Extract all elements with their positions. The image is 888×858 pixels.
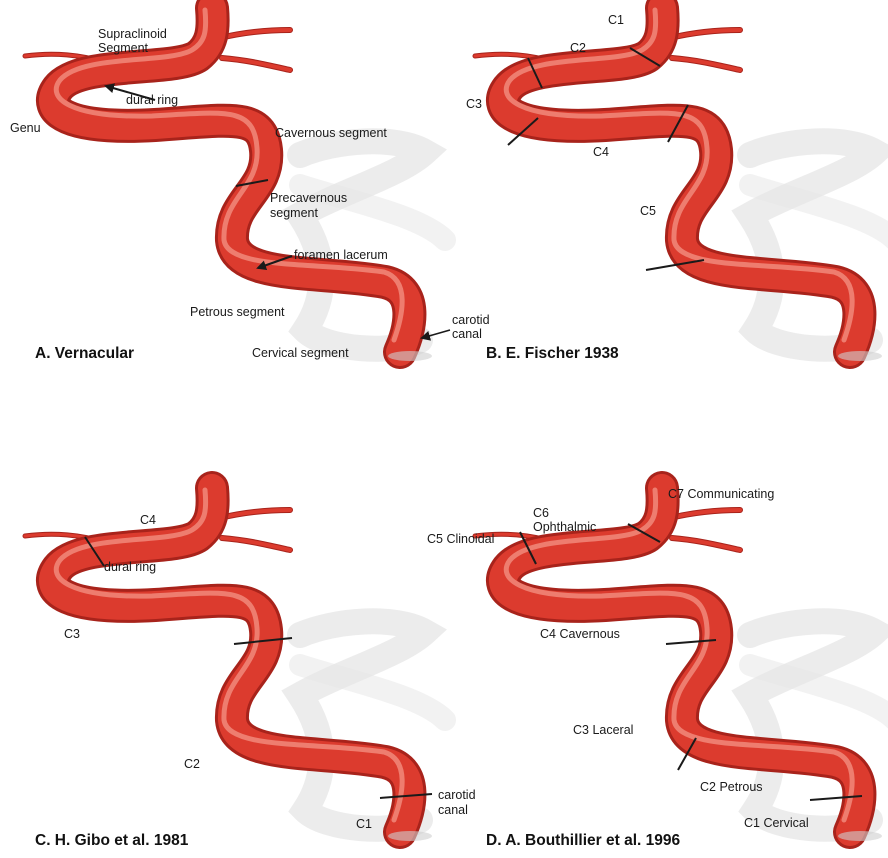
label-supraclinoid: Supraclinoid — [98, 27, 167, 41]
label-precavernous: Precavernous — [270, 191, 347, 205]
label-dural-ring-c: dural ring — [104, 560, 156, 574]
label-carotid-c: carotid — [438, 788, 476, 802]
label-c3-b: C3 — [466, 97, 482, 111]
artery-illustration-b — [475, 8, 888, 361]
label-canal-c: canal — [438, 803, 468, 817]
label-c4-c: C4 — [140, 513, 156, 527]
label-c3-c: C3 — [64, 627, 80, 641]
artery-illustration-d — [475, 488, 888, 841]
label-canal-a: canal — [452, 327, 482, 341]
label-c6: C6 — [533, 506, 549, 520]
label-genu: Genu — [10, 121, 41, 135]
panel-c: C4 dural ring C3 C2 carotid canal C1 C. … — [25, 488, 476, 849]
panel-a: Supraclinoid Segment dural ring Genu Cav… — [10, 8, 490, 362]
label-c5-clinoidal: C5 Clinoidal — [427, 532, 494, 546]
label-c1-b: C1 — [608, 13, 624, 27]
caption-d: D. A. Bouthillier et al. 1996 — [486, 832, 680, 849]
label-cervical-segment: Cervical segment — [252, 346, 349, 360]
label-dural-ring-a: dural ring — [126, 93, 178, 107]
label-c2-b: C2 — [570, 41, 586, 55]
label-c4-b: C4 — [593, 145, 609, 159]
label-c1-c: C1 — [356, 817, 372, 831]
caption-c: C. H. Gibo et al. 1981 — [35, 832, 189, 849]
label-precavernous-segment: segment — [270, 206, 318, 220]
label-segment: Segment — [98, 41, 149, 55]
label-c3-laceral: C3 Laceral — [573, 723, 633, 737]
label-cavernous-segment: Cavernous segment — [275, 126, 387, 140]
label-c1-cervical: C1 Cervical — [744, 816, 809, 830]
caption-b: B. E. Fischer 1938 — [486, 345, 619, 362]
panel-d: C7 Communicating C6 Ophthalmic C5 Clinoi… — [427, 487, 888, 849]
label-ophthalmic: Ophthalmic — [533, 520, 596, 534]
label-carotid-a: carotid — [452, 313, 490, 327]
label-c7-communicating: C7 Communicating — [668, 487, 774, 501]
label-foramen-lacerum: foramen lacerum — [294, 248, 388, 262]
label-c4-cavernous: C4 Cavernous — [540, 627, 620, 641]
label-petrous-segment: Petrous segment — [190, 305, 285, 319]
label-c2-c: C2 — [184, 757, 200, 771]
caption-a: A. Vernacular — [35, 345, 134, 362]
label-c2-petrous: C2 Petrous — [700, 780, 763, 794]
panel-b: C1 C2 C3 C4 C5 B. E. Fischer 1938 — [466, 8, 888, 362]
label-c5-b: C5 — [640, 204, 656, 218]
